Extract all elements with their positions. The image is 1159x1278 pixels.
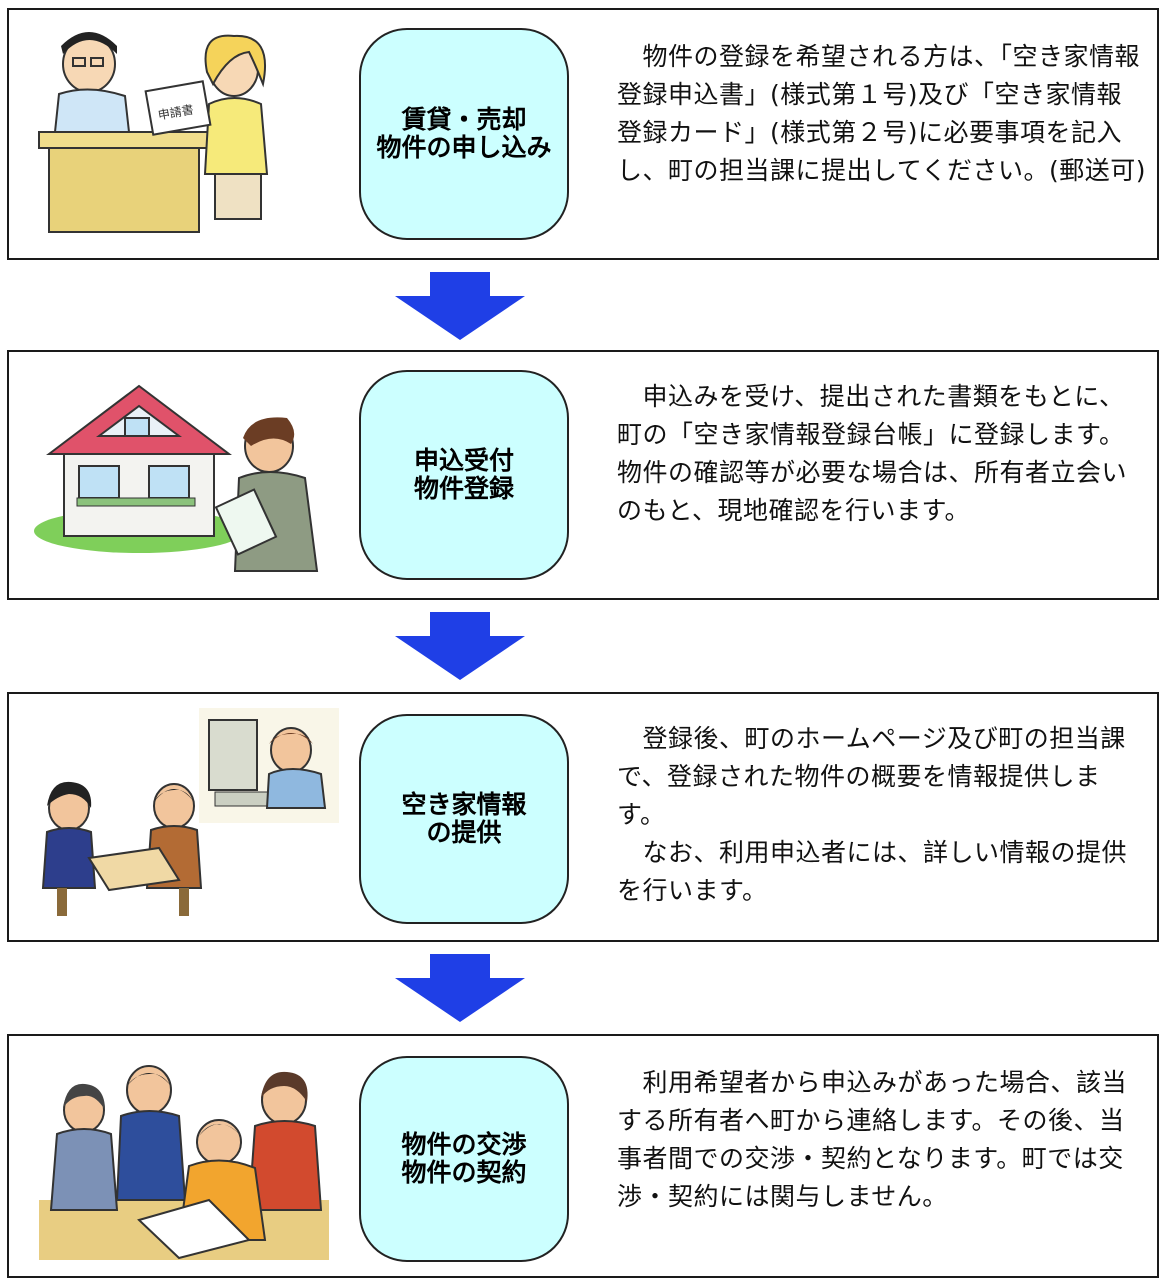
reception-counter-illustration: 申請書 xyxy=(38,32,269,233)
step-title: 空き家情報 の提供 xyxy=(401,790,527,847)
step-description: 物件の登録を希望される方は、「空き家情報登録申込書」(様式第１号)及び「空き家情… xyxy=(617,42,1147,185)
down-arrow-icon xyxy=(395,272,525,340)
step-description: 利用希望者から申込みがあった場合、該当する所有者へ町から連絡します。その後、当事… xyxy=(617,1068,1128,1211)
down-arrow-icon xyxy=(395,954,525,1022)
step-title-pill: 空き家情報 の提供 xyxy=(359,714,569,924)
step-contract: 物件の交渉 物件の契約 利用希望者から申込みがあった場合、該当する所有者へ町から… xyxy=(7,1034,1159,1278)
contract-meeting-illustration xyxy=(39,1065,329,1260)
step-title: 賃貸・売却 物件の申し込み xyxy=(376,105,552,162)
house-registration-illustration xyxy=(34,384,319,572)
step-title-pill: 物件の交渉 物件の契約 xyxy=(359,1056,569,1262)
step-title: 物件の交渉 物件の契約 xyxy=(401,1130,527,1187)
step-information: 空き家情報 の提供 登録後、町のホームページ及び町の担当課で、登録された物件の概… xyxy=(7,692,1159,942)
document-label: 申請書 xyxy=(157,102,195,122)
down-arrow-icon xyxy=(395,612,525,680)
step-description: 申込みを受け、提出された書類をもとに、町の「空き家情報登録台帳」に登録します。物… xyxy=(617,382,1128,525)
step-title: 申込受付 物件登録 xyxy=(413,446,514,503)
step-title-pill: 賃貸・売却 物件の申し込み xyxy=(359,28,569,240)
step-description: 登録後、町のホームページ及び町の担当課で、登録された物件の概要を情報提供します。… xyxy=(617,724,1128,905)
step-title-pill: 申込受付 物件登録 xyxy=(359,370,569,580)
step-application: 申請書 賃貸・売却 物件の申し込み 物件の登録を希望される方は、「空き家情報登録… xyxy=(7,8,1159,260)
information-service-illustration xyxy=(41,708,339,916)
step-registration: 申込受付 物件登録 申込みを受け、提出された書類をもとに、町の「空き家情報登録台… xyxy=(7,350,1159,600)
